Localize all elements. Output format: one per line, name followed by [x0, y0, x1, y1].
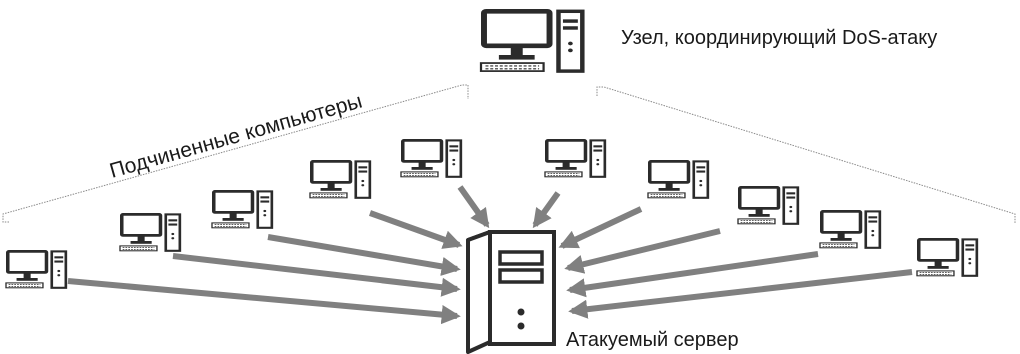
slave-computer-icon: [818, 209, 882, 250]
slave-computer-icon: [4, 249, 68, 290]
attack-arrow: [67, 278, 461, 325]
slave-computer-icon: [210, 189, 274, 230]
attack-arrow: [368, 210, 463, 249]
server-tower-icon: [466, 230, 556, 354]
coordinator-label: Узел, координирующий DoS-атаку: [621, 27, 937, 49]
attack-arrows: [67, 185, 913, 325]
attack-arrow: [568, 269, 913, 319]
server-label: Атакуемый сервер: [566, 329, 739, 351]
attack-arrow: [532, 191, 561, 229]
attack-arrow: [172, 253, 461, 297]
attack-arrow: [457, 185, 490, 229]
slaves-bracket-left: [2, 84, 469, 223]
slave-computer-icon: [399, 138, 463, 179]
slaves-bracket: [2, 84, 1016, 224]
slave-computer-icon: [915, 237, 979, 278]
slave-computer-icon: [646, 159, 710, 200]
attack-arrow: [558, 206, 643, 249]
attack-arrow: [267, 234, 461, 276]
slave-computer-icon: [543, 138, 607, 179]
slave-computer-icon: [308, 159, 372, 200]
attack-arrow: [564, 228, 721, 274]
attack-arrow: [566, 251, 819, 298]
slave-computer-icon: [118, 212, 182, 253]
coordinator-computer-icon: [481, 11, 582, 71]
slaves-bracket-right: [596, 86, 1016, 224]
slave-computer-icon: [736, 185, 800, 226]
